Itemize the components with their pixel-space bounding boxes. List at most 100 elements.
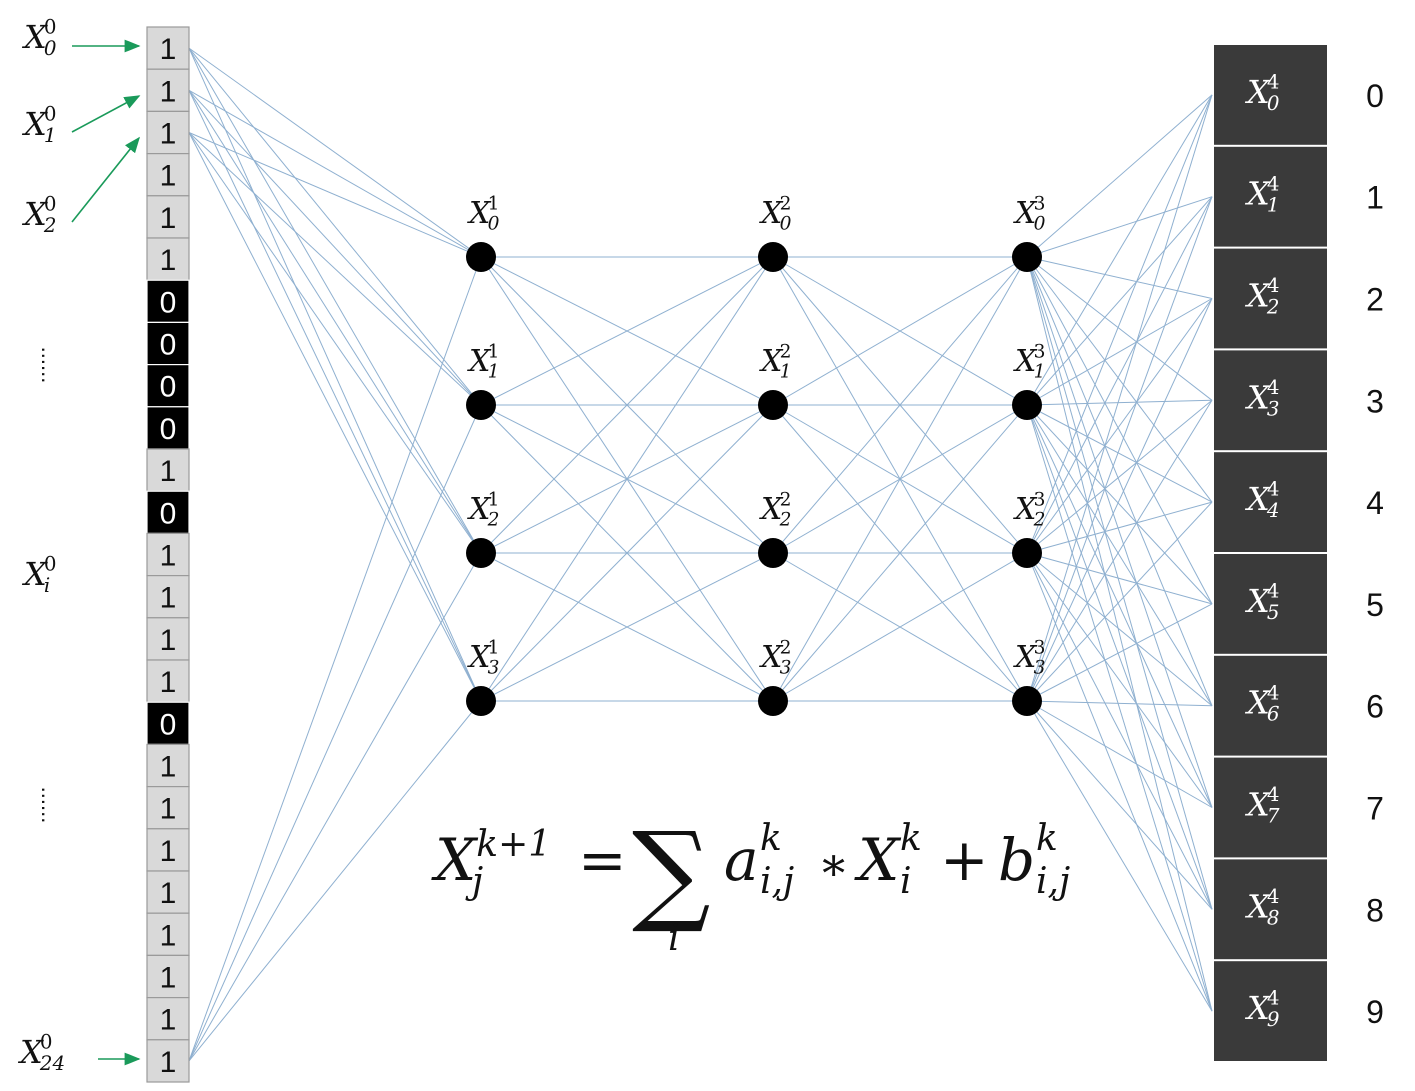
formula-coef-base: a <box>724 826 759 894</box>
edge-h1-1-to-h2-0 <box>480 256 774 406</box>
output-node-label-2-sup: 4 <box>1267 274 1280 297</box>
output-box <box>1214 655 1327 756</box>
edge-h3-2-to-out-9 <box>1026 552 1213 1012</box>
edge-h1-2-to-h2-0 <box>480 256 774 554</box>
input-cell: 0 <box>146 490 190 535</box>
input-cell: 1 <box>146 574 190 619</box>
input-cell: 0 <box>146 279 190 324</box>
edge-h3-1-to-out-1 <box>1026 196 1213 406</box>
output-node-label-7-sub: 7 <box>1267 805 1280 828</box>
input-cell-value: 1 <box>160 919 177 952</box>
formula-coef-sub: i,j <box>760 861 794 902</box>
output-digit-label: 4 <box>1366 485 1384 521</box>
hidden-node-label-1-2-sup: 1 <box>488 490 500 511</box>
edge-h3-1-to-out-8 <box>1026 404 1213 910</box>
input-label-0: X00 <box>21 16 56 60</box>
edge-h3-2-to-out-0 <box>1026 94 1213 554</box>
hidden-node-label-3-1-base: X <box>1013 344 1038 379</box>
edge-input-24-to-h1-2 <box>188 552 482 1062</box>
input-cell: 1 <box>146 912 190 957</box>
input-cell: 1 <box>146 785 190 830</box>
output-node-label-9: X49 <box>1244 987 1280 1031</box>
hidden-node-label-1-0-sub: 0 <box>488 214 500 235</box>
hidden-node <box>466 242 496 272</box>
vertical-ellipsis: ...... <box>37 787 62 824</box>
input-label-4-sup: 0 <box>40 1031 53 1054</box>
output-box <box>1214 146 1327 247</box>
output-node-label-0: X40 <box>1244 71 1279 115</box>
edge-input-2-to-h1-2 <box>188 132 482 554</box>
output-node-label-9-base: X <box>1244 989 1271 1027</box>
edge-h3-0-to-out-0 <box>1026 94 1213 258</box>
hidden-node-label-2-3-sub: 3 <box>780 658 792 679</box>
input-cell-box <box>146 1039 190 1083</box>
input-label-1-sub: 1 <box>44 124 57 147</box>
edge-input-2-to-h1-0 <box>188 132 482 258</box>
edge-h3-3-to-out-1 <box>1026 196 1213 702</box>
edge-h3-0-to-out-2 <box>1026 256 1213 299</box>
input-cell-box <box>146 237 190 281</box>
formula-lhs-base: X <box>431 826 479 894</box>
input-cell-box <box>146 870 190 914</box>
edge-h3-2-to-out-6 <box>1026 552 1213 707</box>
edge-h3-0-to-out-3 <box>1026 256 1213 401</box>
hidden-node-label-3-2-sub: 2 <box>1033 510 1046 531</box>
hidden-node <box>1012 538 1042 568</box>
edge-h3-0-to-out-9 <box>1026 256 1213 1012</box>
input-cell: 1 <box>146 828 190 872</box>
output-node-label-4-base: X <box>1244 480 1271 518</box>
edge-input-0-to-h1-2 <box>188 47 482 554</box>
edge-h1-3-to-h2-1 <box>480 404 774 702</box>
edge-h2-3-to-h3-0 <box>772 256 1028 702</box>
output-node-label-3: X43 <box>1244 376 1279 420</box>
input-cell-box <box>146 406 190 450</box>
hidden-node-label-2-0-base: X <box>759 196 784 231</box>
hidden-node-label-2-0-sub: 0 <box>780 214 792 235</box>
input-cell-value: 1 <box>160 1004 177 1037</box>
input-label-4-sub: 24 <box>39 1052 65 1075</box>
output-digit-label: 3 <box>1366 383 1384 419</box>
output-digit-label: 0 <box>1366 78 1384 114</box>
input-cell-box <box>146 828 190 872</box>
edge-h3-3-to-out-3 <box>1026 400 1213 702</box>
edge-h3-3-to-out-2 <box>1026 298 1213 702</box>
input-label-4-base: X <box>17 1033 44 1071</box>
output-node-label-3-sup: 4 <box>1267 376 1280 399</box>
hidden-node-label-2-2-sub: 2 <box>779 510 792 531</box>
output-digit-label: 6 <box>1366 689 1384 725</box>
hidden-node-label-1-3-sub: 3 <box>488 658 500 679</box>
input-cell-value: 0 <box>160 371 177 404</box>
input-cell: 1 <box>146 153 190 197</box>
edge-h3-2-to-out-3 <box>1026 399 1213 554</box>
input-cell-value: 1 <box>160 624 177 657</box>
input-cell-value: 1 <box>160 1046 177 1079</box>
formula-bias-base: b <box>998 826 1035 894</box>
hidden-node-label-2-1-sub: 1 <box>780 362 792 383</box>
output-node-label-6: X46 <box>1244 681 1279 725</box>
formula-bias-sub: i,j <box>1036 861 1070 902</box>
hidden-node-label-1-3: X13 <box>467 638 499 679</box>
edge-h3-1-to-out-5 <box>1026 404 1213 605</box>
input-label-3: X0i <box>21 553 56 597</box>
hidden-node-label-3-0-sup: 3 <box>1034 194 1046 215</box>
hidden-node <box>758 390 788 420</box>
edge-h3-3-to-out-5 <box>1026 603 1213 702</box>
output-box <box>1214 45 1327 145</box>
input-cell-box <box>146 448 190 492</box>
edge-h2-3-to-h3-1 <box>772 404 1028 702</box>
hidden-node-label-1-2-base: X <box>467 492 492 527</box>
edge-input-1-to-h1-0 <box>188 89 482 258</box>
edge-h3-2-to-out-7 <box>1026 552 1213 808</box>
input-cell: 1 <box>146 195 190 239</box>
hidden-node-label-2-3-sup: 2 <box>780 638 792 659</box>
input-label-3-base: X <box>21 555 48 593</box>
input-cell: 1 <box>146 26 190 70</box>
edge-input-1-to-h1-1 <box>188 89 482 406</box>
edge-h3-1-to-out-0 <box>1026 94 1213 406</box>
hidden-node <box>1012 686 1042 716</box>
hidden-node-label-1-0: X10 <box>467 194 500 235</box>
edge-h2-1-to-h3-0 <box>772 256 1028 406</box>
hidden-node-label-2-2-sup: 2 <box>780 490 792 511</box>
